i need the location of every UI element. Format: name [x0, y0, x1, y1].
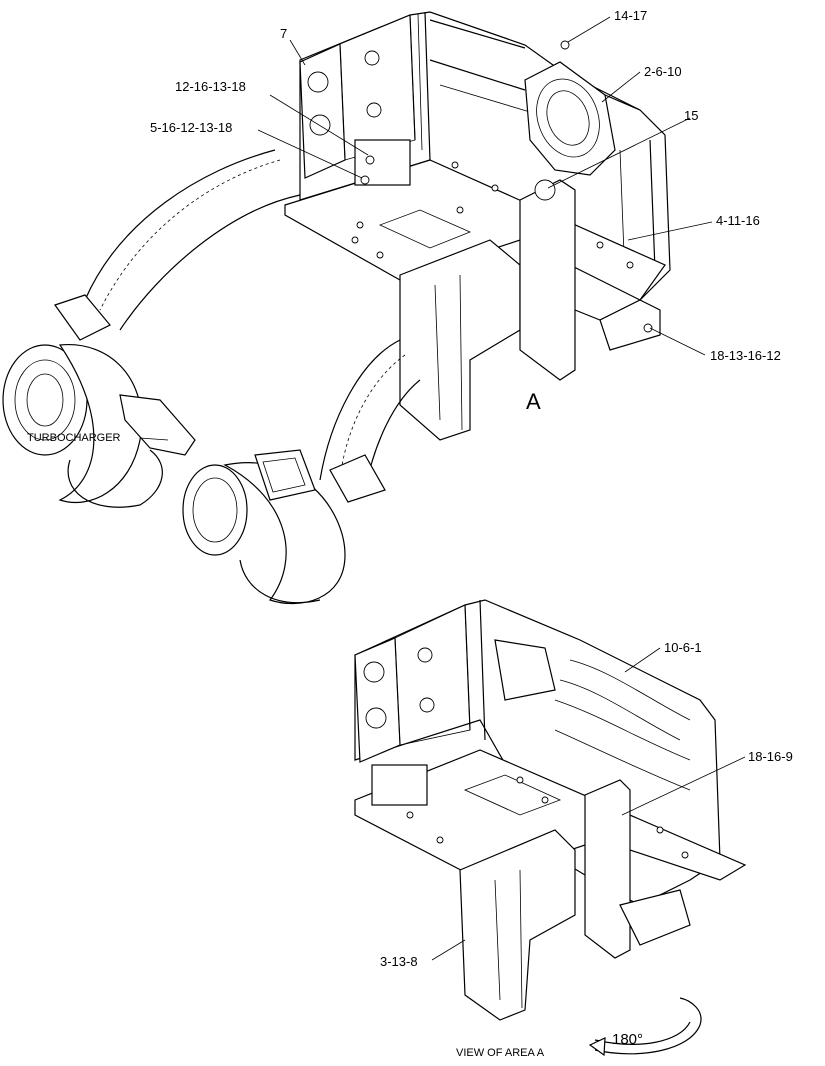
leader-lines	[139, 16, 746, 961]
callout-18-13-16-12: 18-13-16-12	[710, 348, 781, 363]
mounting-bracket	[619, 889, 691, 946]
mounting-base-plate	[354, 749, 747, 881]
support-strut	[519, 179, 576, 381]
area-marker: A	[526, 389, 541, 414]
support-strut	[584, 779, 631, 959]
pipe-clamp	[329, 454, 386, 503]
end-plate-hole	[309, 114, 331, 136]
arrow-head-icon	[588, 1037, 606, 1057]
exhaust-pipe-left	[84, 149, 276, 301]
callout-5-16-12-13-18: 5-16-12-13-18	[150, 120, 232, 135]
callout-4-11-16: 4-11-16	[716, 213, 760, 228]
callout-3-13-8: 3-13-8	[380, 954, 418, 969]
exhaust-pipe-right	[319, 339, 401, 481]
clamp-bracket	[371, 764, 428, 806]
exhaust-pipes	[54, 149, 421, 503]
rotation-arrow	[594, 997, 702, 1055]
end-plate	[354, 637, 401, 763]
bolt-head	[560, 40, 570, 50]
callout-12-16-13-18: 12-16-13-18	[175, 79, 246, 94]
inner-flange	[494, 639, 556, 701]
lower-assembly	[354, 599, 747, 1021]
callout-10-6-1: 10-6-1	[664, 640, 702, 655]
turbo-outlet-flange	[119, 394, 196, 456]
turbocharger-left	[2, 344, 196, 508]
pivot-pin	[534, 179, 556, 201]
mounting-bracket	[599, 299, 661, 351]
end-plate-hole	[307, 71, 329, 93]
turbocharger-right	[182, 449, 346, 605]
end-plate	[299, 43, 346, 179]
callout-7: 7	[280, 26, 287, 41]
callout-18-16-9: 18-16-9	[748, 749, 793, 764]
callout-14-17: 14-17	[614, 8, 647, 23]
upper-assembly	[284, 11, 671, 441]
support-leg	[399, 239, 521, 441]
exhaust-flange	[524, 61, 616, 176]
view-caption: VIEW OF AREA A	[456, 1047, 545, 1059]
support-leg	[459, 829, 576, 1021]
callout-15: 15	[684, 108, 698, 123]
callout-2-6-10: 2-6-10	[644, 64, 682, 79]
pipe-clamp	[54, 294, 111, 341]
turbocharger-label: TURBOCHARGER	[27, 432, 121, 444]
bolt-head	[643, 323, 653, 333]
rotation-label: 180°	[612, 1031, 643, 1048]
turbo-outlet-flange	[254, 449, 316, 501]
